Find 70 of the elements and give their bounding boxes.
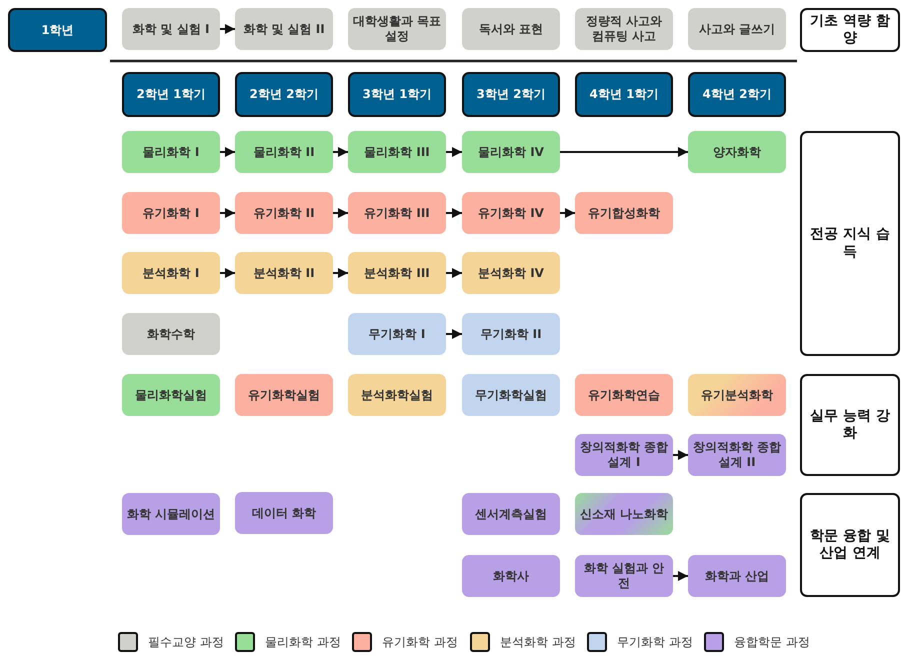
course-box: 유기화학 I — [122, 192, 220, 234]
category-box: 학문 융합 및 산업 연계 — [800, 493, 900, 597]
course-box: 물리화학실험 — [122, 374, 220, 416]
arrow — [333, 268, 348, 278]
course-box: 대학생활과 목표설정 — [348, 8, 446, 50]
course-box: 무기화학 II — [462, 313, 560, 355]
arrow — [220, 208, 235, 218]
year-header: 2학년 1학기 — [122, 72, 220, 117]
course-box: 무기화학실험 — [462, 374, 560, 416]
course-box: 창의적화학 종합설계 I — [575, 434, 673, 476]
arrow — [446, 329, 462, 339]
arrow — [560, 147, 688, 157]
course-box: 화학수학 — [122, 313, 220, 355]
course-box: 독서와 표현 — [462, 8, 560, 50]
arrow — [220, 268, 235, 278]
legend-label: 융합학문 과정 — [734, 634, 810, 650]
course-box: 화학 및 실험 I — [122, 8, 220, 50]
legend-label: 물리화학 과정 — [265, 634, 341, 650]
course-box: 무기화학 I — [348, 313, 446, 355]
course-box: 분석화학 IV — [462, 252, 560, 294]
legend-label: 분석화학 과정 — [500, 634, 576, 650]
course-box: 화학 실험과 안전 — [575, 555, 673, 597]
arrow — [220, 24, 235, 34]
year-header: 3학년 2학기 — [462, 72, 560, 117]
year-header: 1학년 — [8, 8, 107, 52]
course-box: 분석화학실험 — [348, 374, 446, 416]
year-header: 4학년 2학기 — [688, 72, 786, 117]
course-box: 화학 및 실험 II — [235, 8, 333, 50]
course-box: 화학사 — [462, 555, 560, 597]
course-box: 유기화학 IV — [462, 192, 560, 234]
course-box: 분석화학 III — [348, 252, 446, 294]
arrow — [220, 147, 235, 157]
arrow — [446, 268, 462, 278]
course-box: 유기화학실험 — [235, 374, 333, 416]
year-header: 4학년 1학기 — [575, 72, 673, 117]
course-box: 데이터 화학 — [235, 492, 333, 534]
course-box: 양자화학 — [688, 131, 786, 173]
year-header: 3학년 1학기 — [348, 72, 446, 117]
course-box: 창의적화학 종합설계 II — [688, 434, 786, 476]
course-box: 화학과 산업 — [688, 555, 786, 597]
course-box: 물리화학 IV — [462, 131, 560, 173]
course-box: 분석화학 II — [235, 252, 333, 294]
course-box: 사고와 글쓰기 — [688, 8, 786, 50]
legend-label: 무기화학 과정 — [617, 634, 693, 650]
course-box: 물리화학 III — [348, 131, 446, 173]
course-box: 유기화학연습 — [575, 374, 673, 416]
course-box: 유기화학 II — [235, 192, 333, 234]
category-box: 전공 지식 습득 — [800, 131, 900, 356]
arrow — [333, 208, 348, 218]
category-box: 기초 역량 함양 — [800, 8, 900, 52]
course-box: 물리화학 II — [235, 131, 333, 173]
legend-label: 유기화학 과정 — [382, 634, 458, 650]
course-box: 분석화학 I — [122, 252, 220, 294]
legend-label: 필수교양 과정 — [148, 634, 224, 650]
course-box: 센서계측실험 — [462, 493, 560, 535]
course-box: 유기분석화학 — [688, 374, 786, 416]
course-box: 유기화학 III — [348, 192, 446, 234]
arrow — [673, 571, 688, 581]
arrow — [333, 147, 348, 157]
course-box: 신소재 나노화학 — [575, 493, 673, 535]
year-header: 2학년 2학기 — [235, 72, 333, 117]
course-box: 정량적 사고와 컴퓨팅 사고 — [575, 8, 673, 50]
course-box: 물리화학 I — [122, 131, 220, 173]
arrow — [560, 208, 575, 218]
course-box: 유기합성화학 — [575, 192, 673, 234]
arrow — [673, 450, 688, 460]
course-box: 화학 시뮬레이션 — [122, 493, 220, 535]
category-box: 실무 능력 강화 — [800, 374, 900, 476]
arrow — [446, 147, 462, 157]
arrow — [446, 208, 462, 218]
